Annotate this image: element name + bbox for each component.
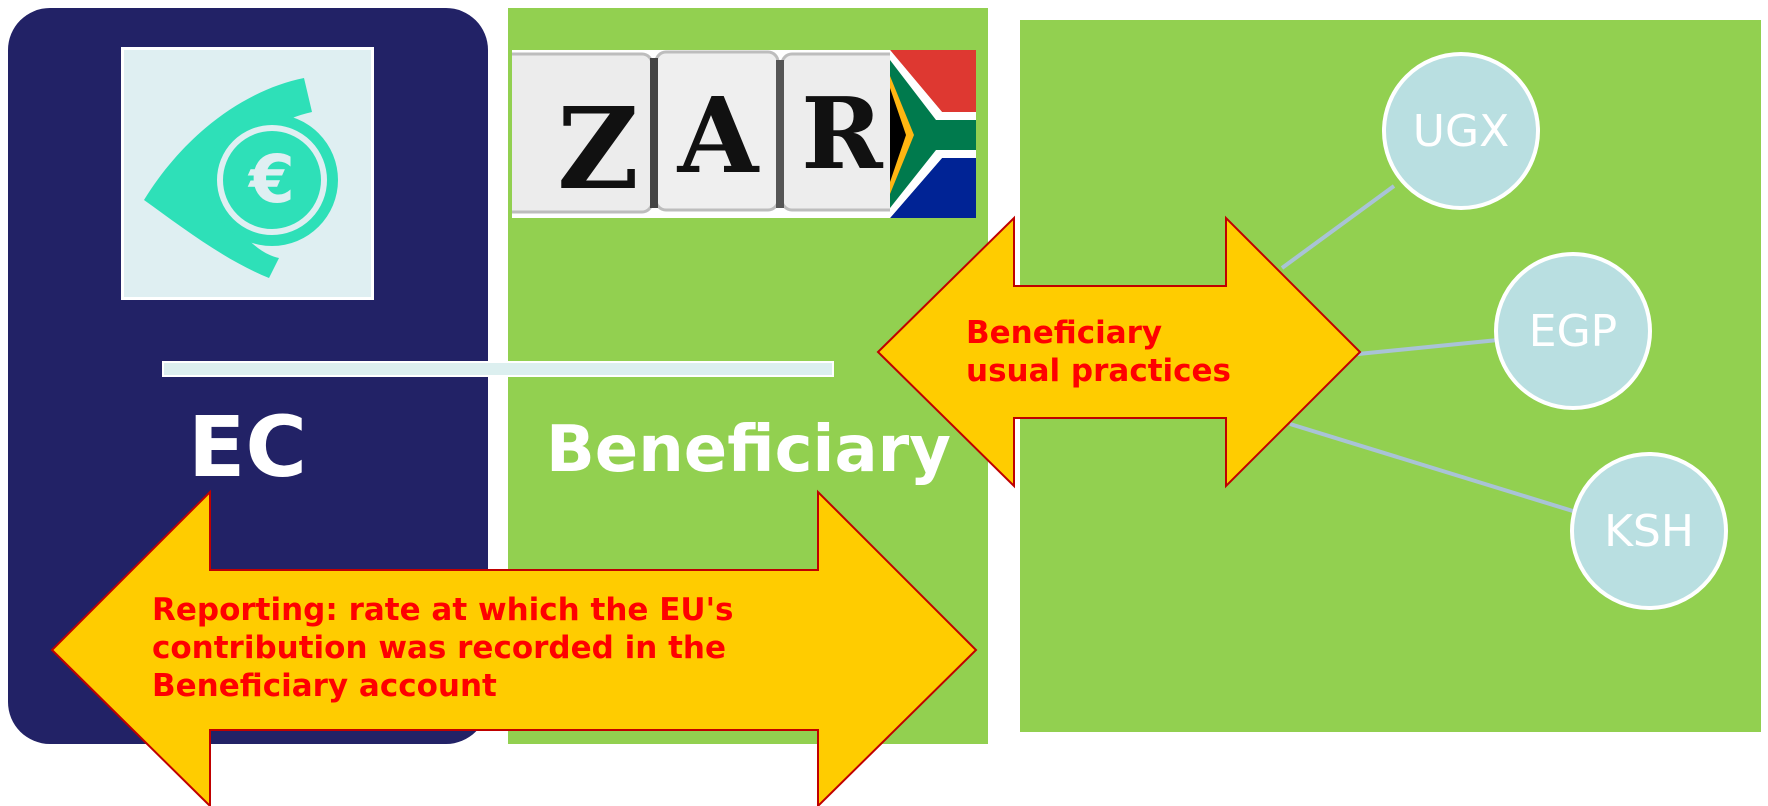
- currency-egp: EGP: [1494, 252, 1652, 410]
- ec-label: EC: [188, 398, 308, 496]
- euro-coin-icon: €: [144, 78, 338, 278]
- bottom-arrow-line-3: Beneficiary account: [152, 668, 497, 704]
- bottom-arrow-line-1: Reporting: rate at which the EU's: [152, 592, 734, 628]
- top-double-arrow: [876, 215, 1362, 489]
- currency-ugx: UGX: [1382, 52, 1540, 210]
- top-arrow-line-1: Beneficiary: [966, 315, 1163, 351]
- connector-ugx: [1280, 184, 1396, 270]
- top-arrow-line-2: usual practices: [966, 353, 1231, 389]
- beneficiary-label: Beneficiary: [546, 413, 951, 487]
- euro-logo: €: [121, 47, 374, 300]
- svg-text:€: €: [247, 141, 295, 218]
- bottom-double-arrow: [50, 489, 978, 806]
- currency-ksh: KSH: [1570, 452, 1728, 610]
- connector-ksh: [1289, 422, 1577, 514]
- zar-letter-z: Z: [557, 84, 639, 215]
- zar-currency-image: Z A R: [512, 50, 976, 218]
- currency-connector-lines: [1280, 184, 1577, 514]
- top-arrow-label: Beneficiary usual practices: [966, 314, 1306, 390]
- bottom-arrow-label: Reporting: rate at which the EU's contri…: [152, 591, 792, 705]
- connector-egp: [1357, 338, 1499, 356]
- bottom-arrow-line-2: contribution was recorded in the: [152, 630, 727, 666]
- zar-letter-a: A: [677, 74, 760, 197]
- zar-letter-r: R: [801, 77, 884, 192]
- divider-line: [162, 361, 834, 377]
- south-africa-flag: [890, 50, 976, 218]
